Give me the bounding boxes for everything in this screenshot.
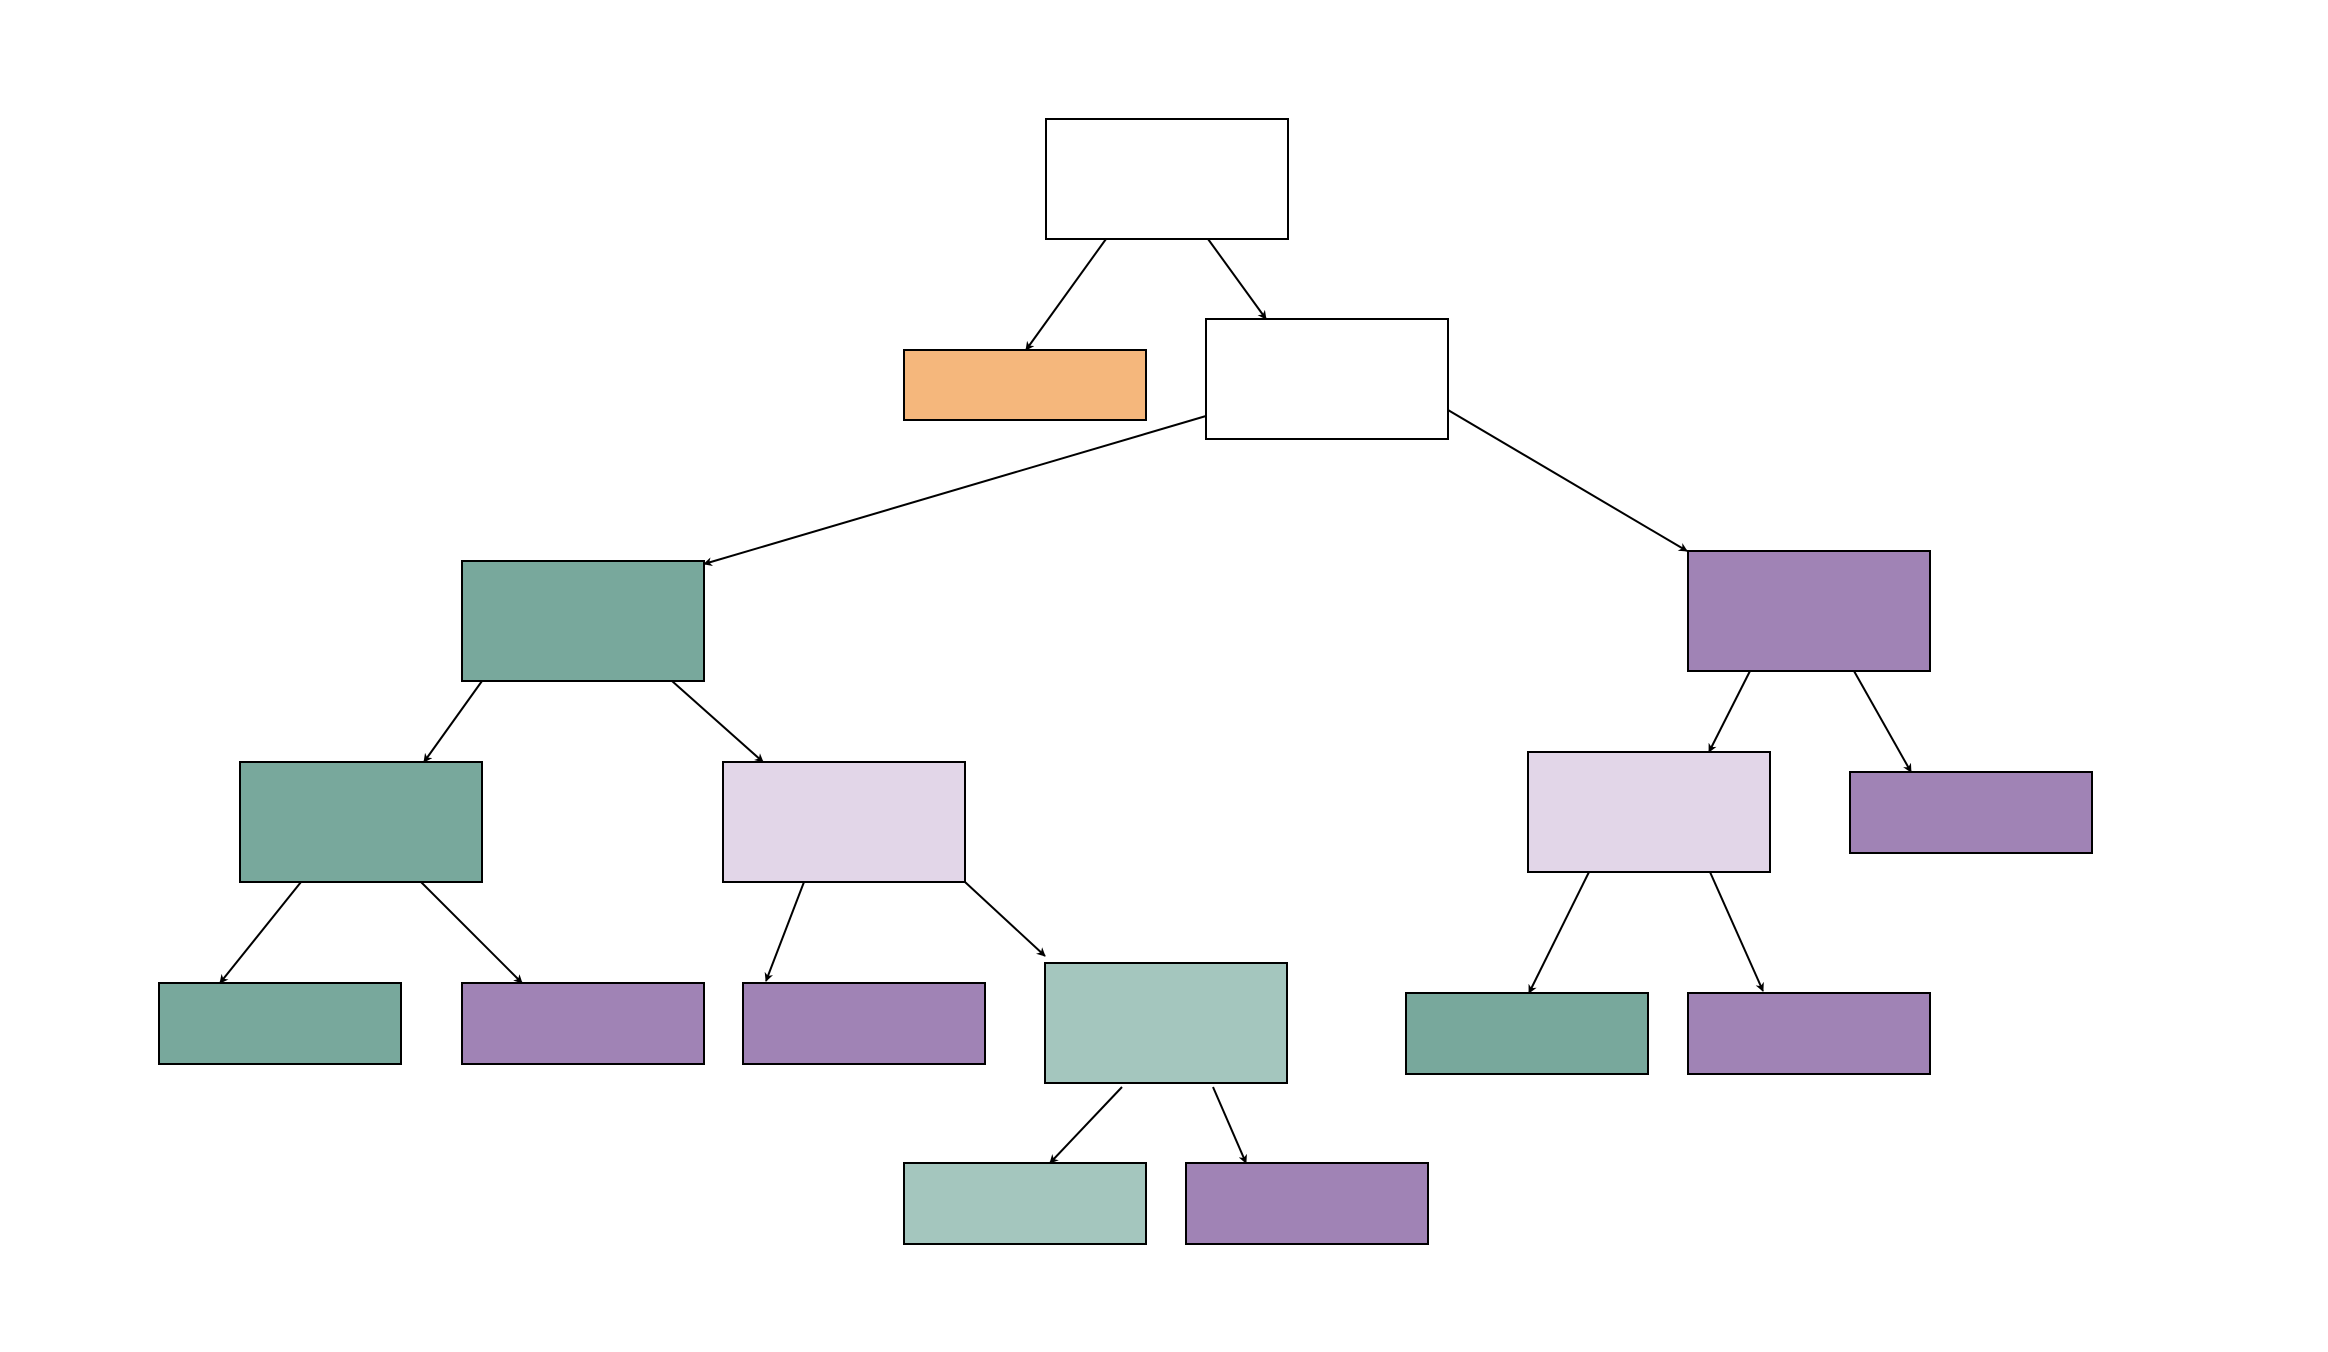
node-leaf-purple-2 xyxy=(742,982,986,1065)
node-light-teal-parent xyxy=(1044,962,1288,1084)
node-root xyxy=(1045,118,1289,240)
edge-arrow-lavender-left-to-leaf-purple-2 xyxy=(764,881,805,982)
node-split-1 xyxy=(1205,318,1449,440)
edge-arrow-root-to-split-1 xyxy=(1207,238,1267,320)
edge-arrow-purple-parent-to-lavender-right xyxy=(1708,670,1751,753)
node-leaf-purple-1 xyxy=(461,982,705,1065)
node-leaf-teal-1 xyxy=(158,982,402,1065)
node-teal-child xyxy=(239,761,483,883)
edge-arrow-split-1-to-purple-parent xyxy=(1447,409,1688,552)
edge-arrow-teal-child-to-leaf-purple-1 xyxy=(420,881,523,984)
edge-arrow-teal-parent-to-teal-child xyxy=(423,680,483,763)
edge-arrow-lavender-right-to-leaf-purple-5 xyxy=(1709,871,1764,992)
node-leaf-purple-3 xyxy=(1185,1162,1429,1245)
edge-arrow-light-teal-parent-to-leaf-purple-3 xyxy=(1212,1086,1247,1164)
edge-arrow-lavender-left-to-light-teal-parent xyxy=(964,881,1046,957)
nodes-layer xyxy=(158,118,2093,1245)
node-leaf-teal-2 xyxy=(1405,992,1649,1075)
node-leaf-purple-5 xyxy=(1687,992,1931,1075)
edge-arrow-teal-child-to-leaf-teal-1 xyxy=(219,881,302,984)
node-teal-parent xyxy=(461,560,705,682)
edge-arrow-purple-parent-to-leaf-purple-4 xyxy=(1853,670,1912,773)
edge-arrow-teal-parent-to-lavender-left xyxy=(671,680,764,763)
edge-arrow-root-to-root-left-leaf xyxy=(1025,238,1107,351)
edge-arrow-light-teal-parent-to-leaf-light-teal xyxy=(1049,1086,1123,1164)
node-leaf-light-teal xyxy=(903,1162,1147,1245)
edges-layer xyxy=(219,238,1912,1164)
node-purple-parent xyxy=(1687,550,1931,672)
edge-arrow-lavender-right-to-leaf-teal-2 xyxy=(1528,871,1590,994)
node-root-left-leaf xyxy=(903,349,1147,421)
edge-arrow-split-1-to-teal-parent xyxy=(703,415,1207,567)
node-lavender-left xyxy=(722,761,966,883)
node-lavender-right xyxy=(1527,751,1771,873)
node-leaf-purple-4 xyxy=(1849,771,2093,854)
